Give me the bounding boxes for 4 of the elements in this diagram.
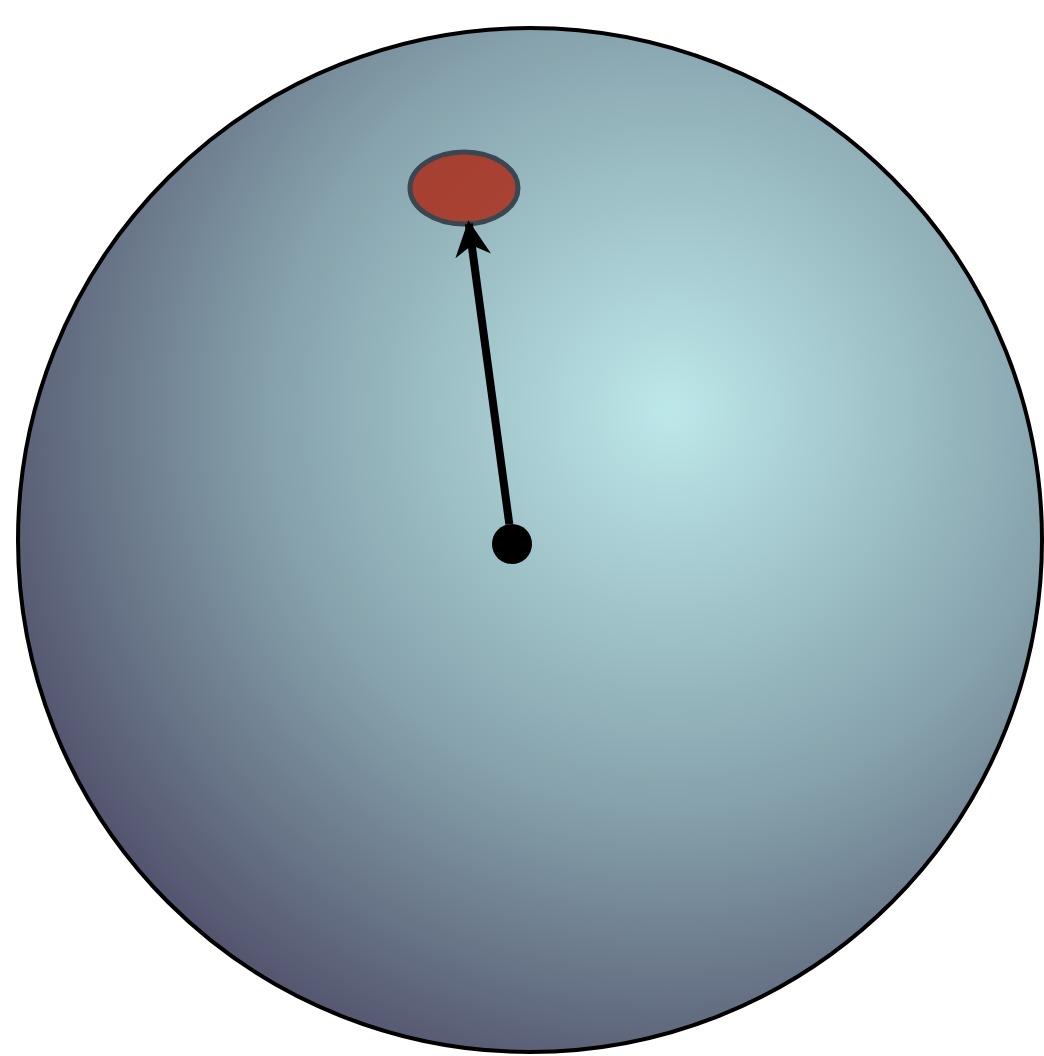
sphere-drawing: [16, 26, 1044, 1054]
center-dot: [492, 524, 532, 564]
surface-patch: [407, 149, 521, 227]
arrow: [455, 220, 514, 525]
